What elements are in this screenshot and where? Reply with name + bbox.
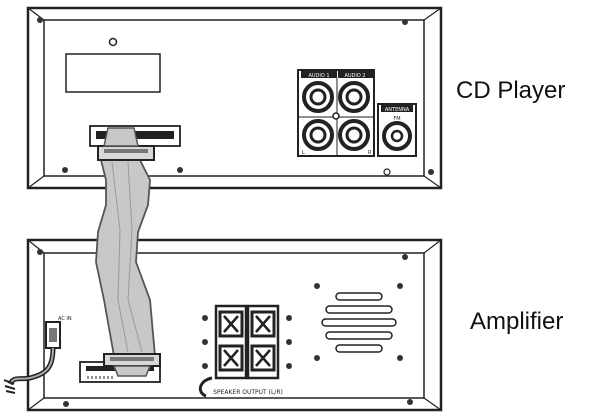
- screw-icon: [397, 355, 403, 361]
- screw-icon: [402, 254, 408, 260]
- screw-icon: [63, 401, 69, 407]
- audio-1-label: AUDIO 1: [308, 73, 329, 79]
- antenna-label: ANTENNA: [385, 107, 410, 113]
- screw-icon: [428, 169, 434, 175]
- amplifier-label: Amplifier: [470, 308, 564, 335]
- speaker-terminal-icon: [218, 344, 244, 372]
- cd-player-label: CD Player: [456, 77, 566, 104]
- screw-icon: [402, 19, 408, 25]
- rca-jack-icon: [338, 119, 370, 151]
- speaker-terminal-icon: [250, 344, 276, 372]
- rca-jack-icon: [302, 81, 334, 113]
- hole-icon: [383, 168, 391, 176]
- rca-jack-icon: [338, 81, 370, 113]
- screw-icon: [314, 355, 320, 361]
- screw-icon: [397, 283, 403, 289]
- ribbon-cable: [95, 127, 161, 377]
- speaker-terminal-icon: [250, 310, 276, 338]
- cd-player-body: [26, 6, 443, 190]
- speaker-output-label: SPEAKER OUTPUT (L/R): [213, 389, 283, 396]
- rca-jack-icon: [302, 119, 334, 151]
- jack-left-label: L: [302, 150, 305, 156]
- speaker-terminal-block: SPEAKER OUTPUT (L/R): [198, 304, 292, 398]
- hole-icon: [108, 37, 118, 47]
- screw-icon: [37, 249, 43, 255]
- screw-icon: [407, 399, 413, 405]
- cd-label-window: [65, 53, 161, 93]
- ventilation-slots: [321, 292, 397, 353]
- audio-2-label: AUDIO 2: [344, 73, 365, 79]
- screw-icon: [314, 283, 320, 289]
- jack-right-label: R: [368, 150, 372, 156]
- screw-icon: [37, 17, 43, 23]
- speaker-wire-icon: [198, 376, 213, 398]
- screw-icon: [62, 167, 68, 173]
- audio-jack-panel: AUDIO 1 AUDIO 2 L R: [297, 69, 375, 157]
- cd-player-unit: AUDIO 1 AUDIO 2 L R: [26, 6, 443, 190]
- antenna-fm-label: FM: [393, 116, 400, 122]
- screw-icon: [177, 167, 183, 173]
- ac-in-label: AC IN: [58, 316, 72, 322]
- antenna-panel: ANTENNA FM: [377, 103, 417, 157]
- speaker-terminal-icon: [218, 310, 244, 338]
- power-cord: AC IN: [3, 316, 72, 394]
- amplifier-unit: SPEAKER OUTPUT (L/R) AC IN: [3, 238, 443, 412]
